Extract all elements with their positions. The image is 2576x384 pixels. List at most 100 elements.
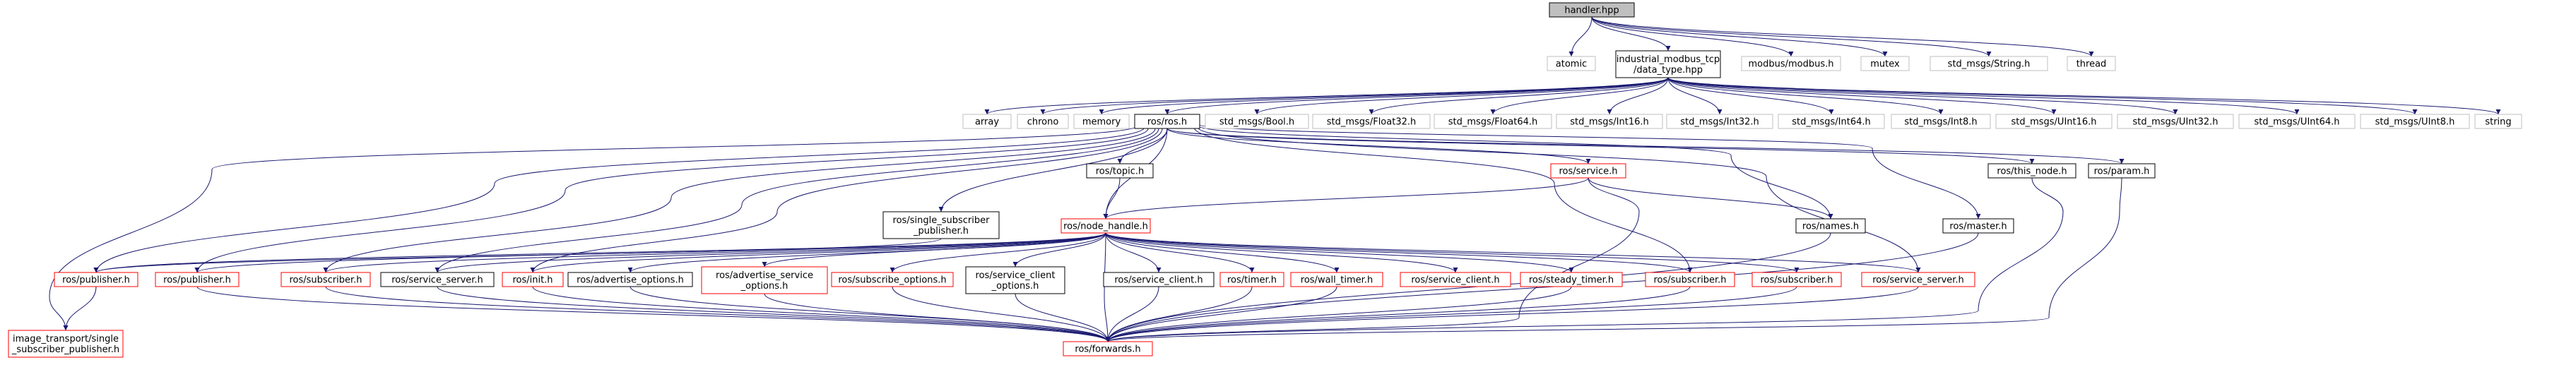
node-topic[interactable]: ros/topic.h [1086,163,1154,179]
node-label: ros/service.h [1559,167,1617,177]
node-box [1550,163,1626,179]
node-sub3[interactable]: ros/subscriber.h [1751,272,1842,287]
node-i16[interactable]: std_msgs/Int16.h [1556,114,1663,129]
node-nodehandle[interactable]: ros/node_handle.h [1060,218,1151,234]
node-idt[interactable]: industrial_modbus_tcp/data_type.hpp [1615,50,1721,78]
node-srvclient2[interactable]: ros/service_client.h [1400,272,1511,287]
edge-idt-to-i32 [1667,77,1723,115]
node-f32[interactable]: std_msgs/Float32.h [1312,114,1431,129]
node-handler[interactable]: handler.hpp [1549,2,1635,18]
edge-service-to-nodehandle [1103,177,1589,220]
node-srvclient1[interactable]: ros/service_client.h [1103,272,1215,287]
edge-nodehandle-to-pub2 [194,232,1106,273]
edge-nodehandle-to-init [530,232,1106,273]
node-label: ros/init.h [512,275,553,286]
edge-rosros-to-imgtransport [49,125,1168,331]
node-advopt[interactable]: ros/advertise_options.h [567,272,693,287]
node-box [1942,218,2014,234]
edge-idt-to-bool [1254,77,1669,115]
node-steadytimer[interactable]: ros/steady_timer.h [1520,272,1623,287]
node-chrono[interactable]: chrono [1017,114,1069,129]
node-pub2[interactable]: ros/publisher.h [155,272,240,287]
node-srvclientopt[interactable]: ros/service_client_options.h [965,266,1065,294]
node-string[interactable]: string [2474,114,2522,129]
edge-rosros-to-names [1166,125,1833,220]
node-master[interactable]: ros/master.h [1942,218,2014,234]
node-array[interactable]: array [962,114,1012,129]
edge-idt-to-i8 [1667,77,1944,115]
node-stdstring[interactable]: std_msgs/String.h [1930,56,2048,71]
node-walltimer[interactable]: ros/wall_timer.h [1290,272,1383,287]
node-label: ros/service_server.h [1872,275,1964,286]
node-i32[interactable]: std_msgs/Int32.h [1666,114,1773,129]
node-u64[interactable]: std_msgs/UInt64.h [2238,114,2356,129]
node-forwards[interactable]: ros/forwards.h [1063,341,1153,356]
node-box [1778,114,1885,129]
node-label: std_msgs/UInt16.h [2011,117,2096,128]
graph-edges [49,16,2501,342]
edge-advsrvopt-to-forwards [764,293,1111,342]
node-param[interactable]: ros/param.h [2088,163,2156,179]
node-advsrvopt[interactable]: ros/advertise_service_options.h [701,266,828,294]
node-i8[interactable]: std_msgs/Int8.h [1891,114,1991,129]
edge-servsrv1-to-forwards [437,286,1111,342]
node-label: ros/topic.h [1096,167,1145,177]
edge-idt-to-string [1667,77,2501,115]
node-subopt[interactable]: ros/subscribe_options.h [831,272,954,287]
node-singlesub[interactable]: ros/single_subscriber_publisher.h [882,211,1000,239]
edge-nodehandle-to-subopt [890,232,1106,273]
node-box [380,272,495,287]
node-label: ros/wall_timer.h [1301,275,1373,286]
edge-srvclient1-to-forwards [1105,286,1159,342]
node-label: ros/timer.h [1227,275,1277,286]
node-u32[interactable]: std_msgs/UInt32.h [2117,114,2234,129]
node-u16[interactable]: std_msgs/UInt16.h [1995,114,2113,129]
node-box [1547,56,1596,71]
node-box [1549,2,1635,18]
node-box [502,272,564,287]
node-timer[interactable]: ros/timer.h [1219,272,1284,287]
node-atomic[interactable]: atomic [1547,56,1596,71]
edge-handler-to-atomic [1568,16,1593,57]
node-thread[interactable]: thread [2067,56,2116,71]
node-bool[interactable]: std_msgs/Bool.h [1205,114,1309,129]
node-label: ros/subscriber.h [1653,275,1726,286]
node-rosros[interactable]: ros/ros.h [1134,114,1200,129]
edge-idt-to-array [984,77,1669,115]
node-servsrv2[interactable]: ros/service_server.h [1861,272,1975,287]
node-servsrv1[interactable]: ros/service_server.h [380,272,495,287]
node-memory[interactable]: memory [1073,114,1130,129]
node-box [1434,114,1552,129]
node-sub2[interactable]: ros/subscriber.h [1645,272,1735,287]
node-label: ros/service_server.h [391,275,483,286]
node-sub1[interactable]: ros/subscriber.h [280,272,371,287]
edge-rosros-to-thisnode [1166,128,2035,164]
node-box [280,272,371,287]
node-modbus[interactable]: modbus/modbus.h [1741,56,1841,71]
node-u8[interactable]: std_msgs/UInt8.h [2360,114,2470,129]
node-service[interactable]: ros/service.h [1550,163,1626,179]
edge-rosros-to-pub2 [194,128,1167,273]
node-box [1205,114,1309,129]
node-box [1400,272,1511,287]
node-mutex[interactable]: mutex [1860,56,1910,71]
node-pub1[interactable]: ros/publisher.h [54,272,138,287]
graph-nodes: handler.hpp atomic industrial_modbus_tcp/d… [8,2,2522,358]
node-label: ros/subscriber.h [289,275,362,286]
node-label: ros/master.h [1949,222,2007,232]
node-i64[interactable]: std_msgs/Int64.h [1778,114,1885,129]
node-label: ros/forwards.h [1075,344,1140,355]
node-label: industrial_modbus_tcp [1617,54,1720,65]
node-init[interactable]: ros/init.h [502,272,564,287]
node-imgtransport[interactable]: image_transport/single_subscriber_publis… [8,330,124,358]
node-thisnode[interactable]: ros/this_node.h [1987,163,2076,179]
edge-idt-to-i16 [1607,77,1669,115]
edge-nodehandle-to-sub3 [1105,232,1800,273]
node-label: ros/publisher.h [62,275,130,286]
edge-handler-to-mutex [1591,16,1888,57]
edge-servsrv2-to-forwards [1105,286,1919,342]
node-box [155,272,240,287]
node-label: atomic [1556,59,1587,70]
node-names[interactable]: ros/names.h [1795,218,1866,234]
node-f64[interactable]: std_msgs/Float64.h [1434,114,1552,129]
